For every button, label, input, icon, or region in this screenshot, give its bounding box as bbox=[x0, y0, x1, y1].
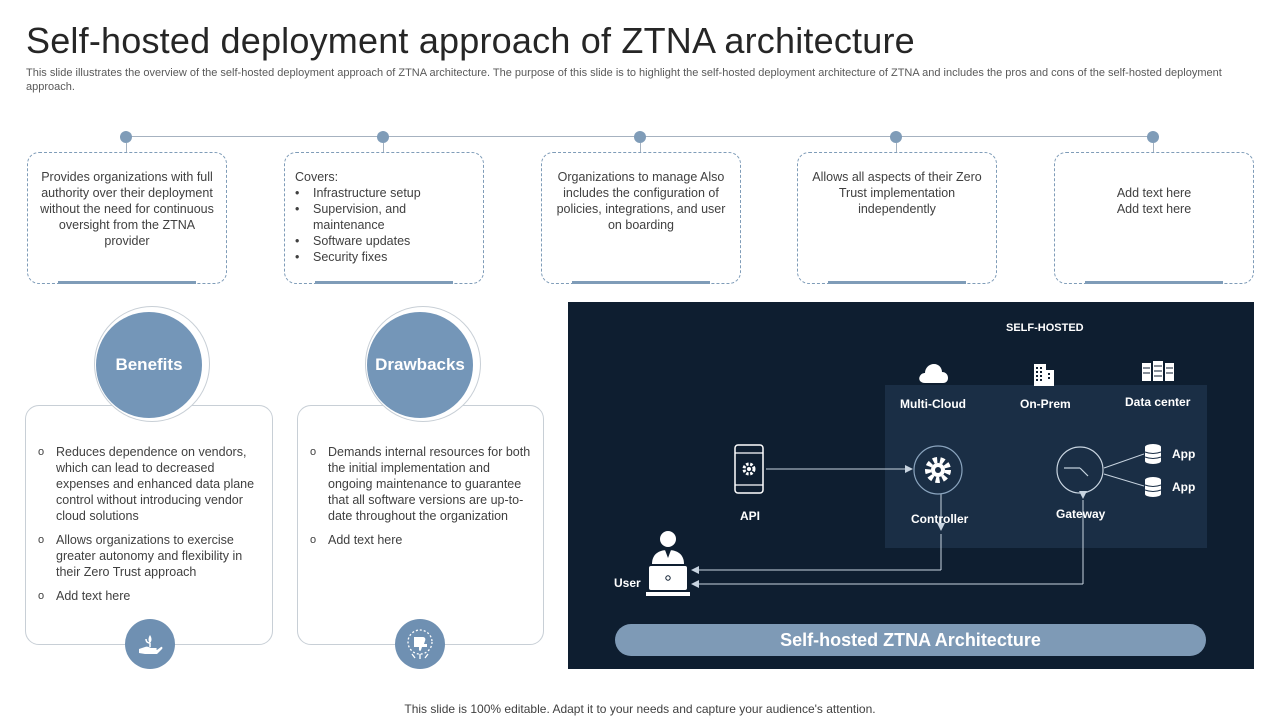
list-item: Security fixes bbox=[295, 249, 473, 265]
data-center-icon bbox=[1142, 361, 1174, 381]
timeline-dot bbox=[1147, 131, 1159, 143]
multi-cloud-label: Multi-Cloud bbox=[900, 397, 966, 411]
building-icon bbox=[1034, 364, 1054, 386]
list-item: Reduces dependence on vendors, which can… bbox=[36, 444, 260, 524]
list-item: Add text here bbox=[308, 532, 531, 548]
database-icon bbox=[1144, 444, 1162, 464]
benefits-list: Reduces dependence on vendors, which can… bbox=[36, 444, 260, 612]
user-laptop-icon bbox=[646, 531, 690, 596]
api-label: API bbox=[740, 509, 761, 523]
timeline-dot bbox=[890, 131, 902, 143]
drawbacks-list: Demands internal resources for both the … bbox=[308, 444, 531, 556]
thumbs-down-icon bbox=[395, 619, 445, 669]
step-text: Organizations to manage Also includes th… bbox=[556, 170, 726, 232]
timeline-stem bbox=[126, 143, 127, 153]
timeline-stem bbox=[640, 143, 641, 153]
user-label: User bbox=[614, 576, 641, 590]
step-box-3: Organizations to manage Also includes th… bbox=[541, 152, 741, 284]
step-underline bbox=[572, 281, 710, 284]
timeline-stem bbox=[1153, 143, 1154, 153]
step-text: Provides organizations with full authori… bbox=[40, 170, 214, 248]
on-prem-label: On-Prem bbox=[1020, 397, 1071, 411]
mobile-gear-icon bbox=[734, 444, 764, 494]
step-heading: Covers: bbox=[295, 170, 339, 184]
list-item: Demands internal resources for both the … bbox=[308, 444, 531, 524]
step-underline bbox=[1085, 281, 1223, 284]
architecture-diagram: SELF-HOSTED Multi-Cloud On-Prem bbox=[568, 302, 1254, 669]
connector-lines bbox=[691, 453, 1145, 588]
gateway-icon bbox=[1056, 446, 1104, 494]
app-label: App bbox=[1172, 447, 1196, 461]
timeline-dot bbox=[634, 131, 646, 143]
step-underline bbox=[828, 281, 966, 284]
timeline-stem bbox=[896, 143, 897, 153]
gateway-app-line bbox=[1103, 473, 1145, 487]
list-item: Software updates bbox=[295, 233, 473, 249]
app-label: App bbox=[1172, 480, 1196, 494]
list-item: Allows organizations to exercise greater… bbox=[36, 532, 260, 580]
benefits-badge: Benefits bbox=[96, 312, 202, 418]
database-icon bbox=[1144, 477, 1162, 497]
timeline-stem bbox=[383, 143, 384, 153]
data-center-label: Data center bbox=[1125, 395, 1191, 409]
drawbacks-card: Demands internal resources for both the … bbox=[297, 405, 544, 645]
self-hosted-label: SELF-HOSTED bbox=[1006, 322, 1084, 334]
hand-plant-icon bbox=[125, 619, 175, 669]
step-box-2: Covers: Infrastructure setup Supervision… bbox=[284, 152, 484, 284]
page-subtitle: This slide illustrates the overview of t… bbox=[26, 67, 1222, 93]
step-text: Allows all aspects of their Zero Trust i… bbox=[812, 170, 982, 216]
gateway-app-line bbox=[1103, 453, 1145, 469]
timeline-dot bbox=[120, 131, 132, 143]
benefits-card: Reduces dependence on vendors, which can… bbox=[25, 405, 273, 645]
list-item: Infrastructure setup bbox=[295, 185, 473, 201]
step-underline bbox=[58, 281, 196, 284]
list-item: Supervision, and maintenance bbox=[295, 201, 473, 233]
list-item: Add text here bbox=[36, 588, 260, 604]
step-box-4: Allows all aspects of their Zero Trust i… bbox=[797, 152, 997, 284]
step-box-5: Add text here Add text here bbox=[1054, 152, 1254, 284]
controller-label: Controller bbox=[911, 512, 969, 526]
step-underline bbox=[315, 281, 453, 284]
timeline-dot bbox=[377, 131, 389, 143]
step-list: Infrastructure setup Supervision, and ma… bbox=[295, 185, 473, 265]
step-box-1: Provides organizations with full authori… bbox=[27, 152, 227, 284]
drawbacks-badge: Drawbacks bbox=[367, 312, 473, 418]
architecture-banner: Self-hosted ZTNA Architecture bbox=[615, 624, 1206, 656]
controller-gear-icon bbox=[913, 445, 963, 495]
footer-note: This slide is 100% editable. Adapt it to… bbox=[404, 702, 876, 716]
gateway-label: Gateway bbox=[1056, 507, 1106, 521]
cloud-icon bbox=[919, 364, 948, 383]
step-text: Add text here Add text here bbox=[1116, 186, 1192, 216]
page-title: Self-hosted deployment approach of ZTNA … bbox=[26, 20, 915, 61]
